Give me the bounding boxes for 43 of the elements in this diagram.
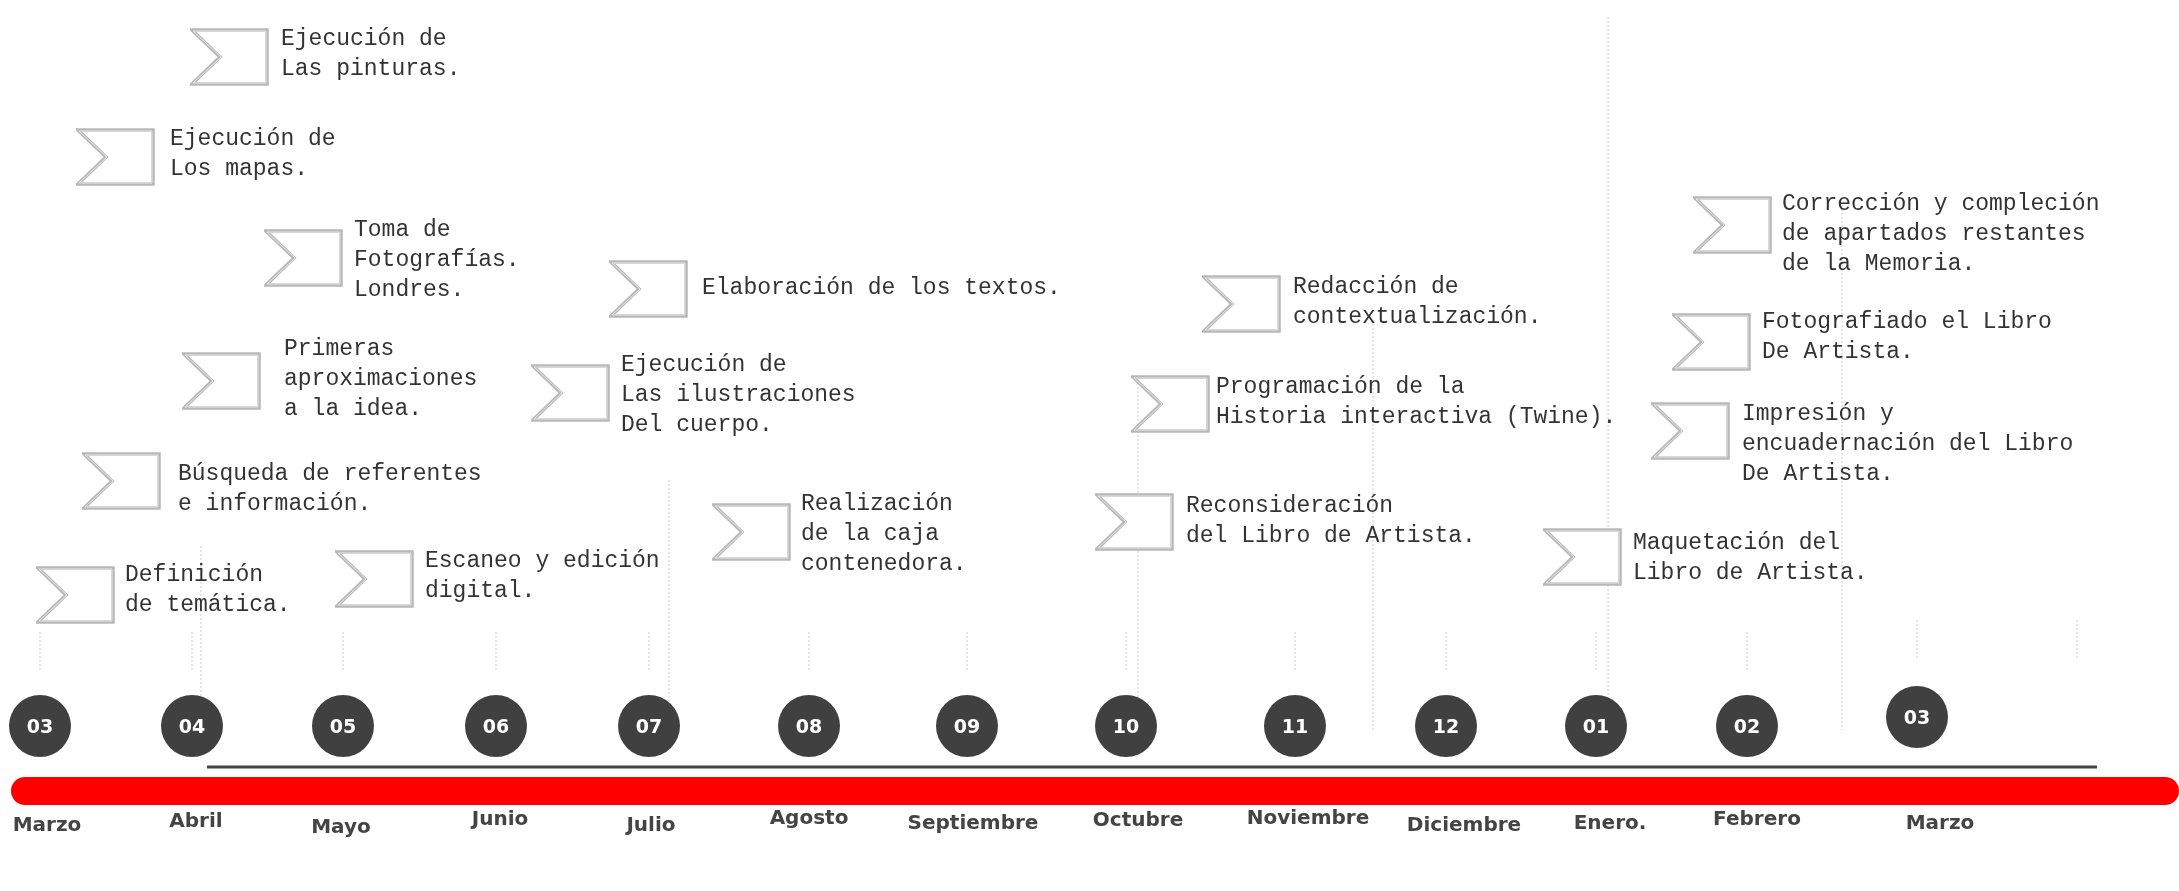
- month-number-badge: 09: [936, 695, 998, 757]
- month-number-badge: 05: [312, 695, 374, 757]
- month-name: Septiembre: [907, 810, 1039, 834]
- month-name: Octubre: [1092, 807, 1184, 831]
- task-label: Toma de Fotografías. Londres.: [354, 216, 520, 305]
- task-label: Programación de la Historia interactiva (Twine).: [1216, 373, 1617, 432]
- month-number-badge: 03: [9, 695, 71, 757]
- task-label: Ejecución de Las ilustraciones Del cuerpo.: [621, 351, 856, 440]
- month-number-badge: 03: [1886, 686, 1948, 748]
- month-number-badge: 01: [1565, 695, 1627, 757]
- task-label: Fotografiado el Libro De Artista.: [1762, 308, 2052, 367]
- month-number-badge: 11: [1264, 695, 1326, 757]
- task-label: Primeras aproximaciones a la idea.: [284, 335, 478, 424]
- month-name: Abril: [169, 808, 223, 832]
- month-number-badge: 08: [778, 695, 840, 757]
- task-label: Búsqueda de referentes e información.: [178, 460, 482, 519]
- task-label: Maquetación del Libro de Artista.: [1633, 529, 1868, 588]
- month-name: Noviembre: [1246, 805, 1370, 829]
- month-name: Febrero: [1713, 806, 1801, 830]
- month-number-badge: 10: [1095, 695, 1157, 757]
- task-label: Reconsideración del Libro de Artista.: [1186, 492, 1476, 551]
- month-number-badge: 07: [618, 695, 680, 757]
- task-label: Elaboración de los textos.: [702, 274, 1061, 303]
- task-label: Escaneo y edición digital.: [425, 547, 660, 606]
- task-label: Definición de temática.: [125, 561, 291, 620]
- month-number-badge: 02: [1716, 695, 1778, 757]
- month-name: Marzo: [1905, 810, 1975, 834]
- month-number-badge: 04: [161, 695, 223, 757]
- month-name: Diciembre: [1406, 812, 1522, 836]
- month-name: Agosto: [769, 805, 849, 829]
- month-name: Mayo: [311, 814, 371, 838]
- month-number-badge: 12: [1415, 695, 1477, 757]
- month-name: Junio: [471, 806, 529, 830]
- task-label: Corrección y compleción de apartados restantes de la Memoria.: [1782, 190, 2100, 279]
- task-label: Ejecución de Las pinturas.: [281, 25, 461, 84]
- task-label: Realización de la caja contenedora.: [801, 490, 967, 579]
- month-name: Enero.: [1573, 810, 1647, 834]
- month-number-badge: 06: [465, 695, 527, 757]
- task-label: Ejecución de Los mapas.: [170, 125, 336, 184]
- month-name: Julio: [626, 812, 676, 836]
- month-name: Marzo: [12, 812, 82, 836]
- task-label: Redacción de contextualización.: [1293, 273, 1542, 332]
- task-label: Impresión y encuadernación del Libro De Artista.: [1742, 400, 2074, 489]
